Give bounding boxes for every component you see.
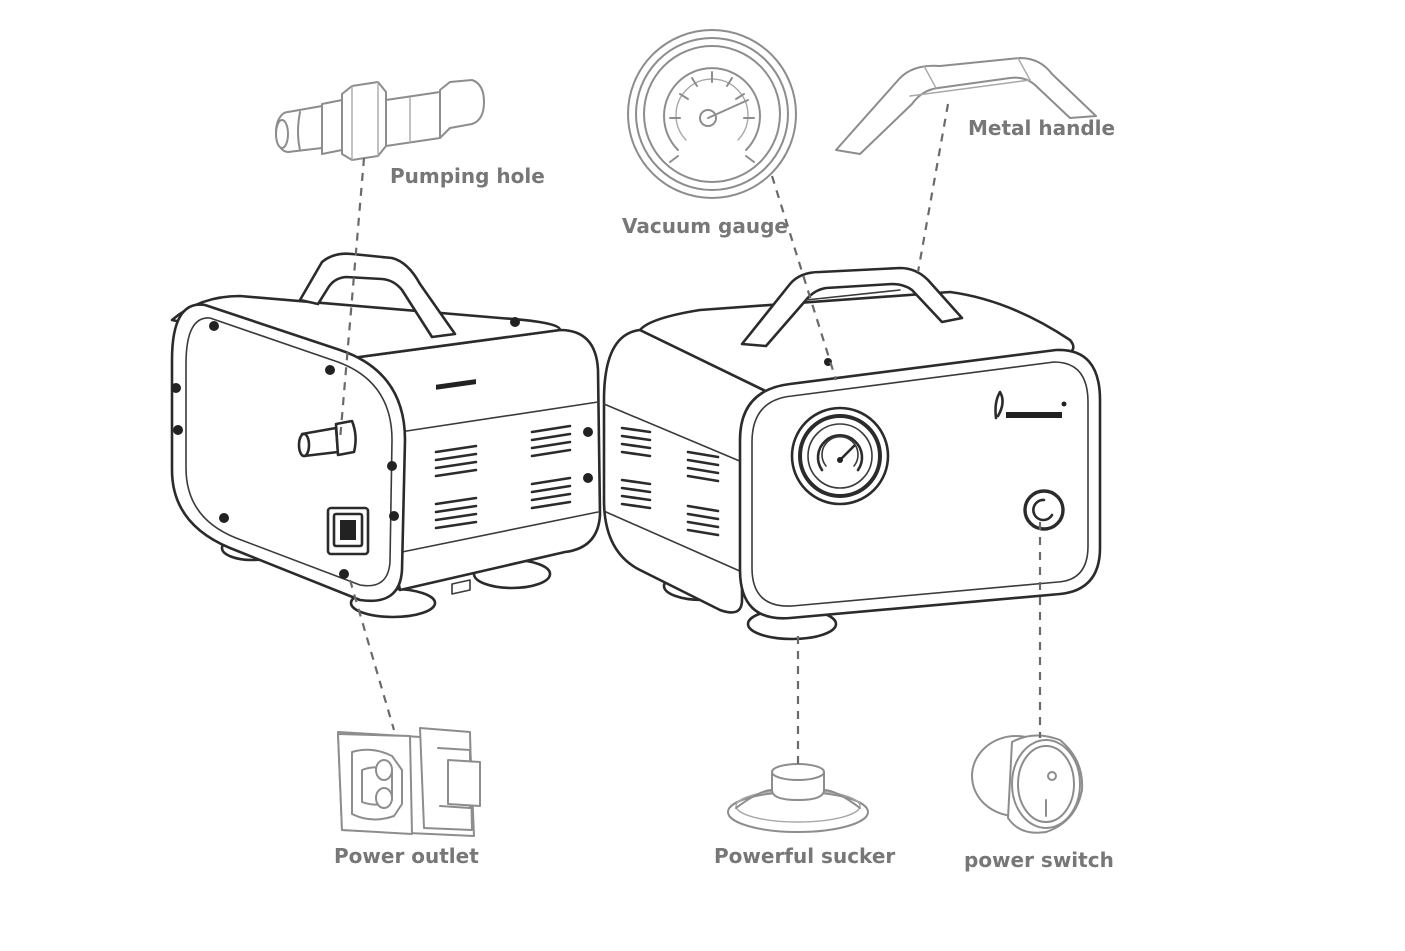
metal-handle-part (835, 57, 1097, 155)
label-pumping-hole: Pumping hole (390, 164, 545, 188)
vacuum-gauge-part (627, 29, 797, 199)
right-pump-logo (994, 390, 1067, 420)
left-pump-barb (297, 419, 357, 458)
right-pump-vents (620, 426, 720, 537)
left-pump-vents (434, 424, 572, 530)
label-power-outlet: Power outlet (334, 844, 479, 868)
right-pump-front-face (738, 348, 1102, 620)
right-pump-switch (1023, 489, 1065, 531)
leader-pumping-hole (338, 157, 366, 441)
label-metal-handle: Metal handle (968, 116, 1116, 140)
left-pump-handle (298, 252, 457, 339)
right-pump-gauge (790, 406, 890, 506)
powerful-sucker-part (727, 763, 869, 833)
label-vacuum-gauge: Vacuum gauge (622, 214, 788, 238)
power-switch-part (971, 734, 1084, 834)
leader-power-outlet (348, 579, 396, 731)
left-pump-body (170, 252, 602, 619)
power-outlet-part (337, 727, 481, 837)
pumping-hole-part (275, 79, 485, 161)
right-pump-handle (740, 266, 964, 348)
left-pump-inlet (326, 506, 370, 556)
right-pump-body (602, 266, 1102, 641)
label-power-switch: power switch (964, 848, 1114, 872)
leader-vacuum-gauge (770, 175, 838, 381)
leader-lines (338, 103, 1042, 766)
leader-metal-handle (916, 103, 950, 273)
label-powerful-sucker: Powerful sucker (714, 844, 896, 868)
